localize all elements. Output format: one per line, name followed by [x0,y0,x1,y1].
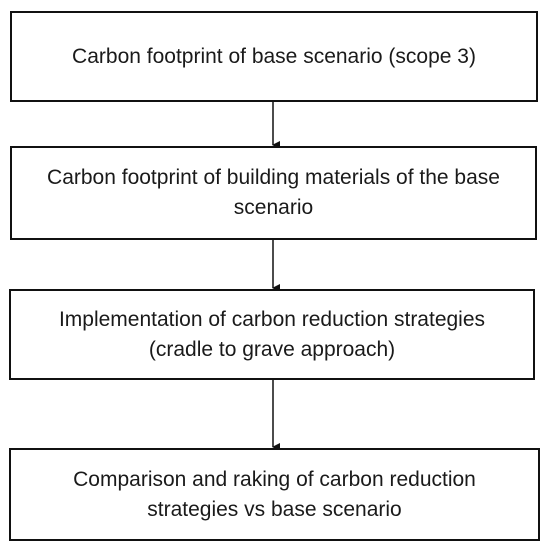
step-label: Implementation of carbon reduction strat… [58,307,486,361]
step-reduction-strategies: Implementation of carbon reduction strat… [9,289,535,380]
step-label: Comparison and raking of carbon reductio… [73,467,476,521]
step-comparison-ranking: Comparison and raking of carbon reductio… [9,448,540,541]
step-base-scenario-footprint: Carbon footprint of base scenario (scope… [10,11,538,102]
step-label: Carbon footprint of base scenario (scope… [72,44,476,68]
step-building-materials-footprint: Carbon footprint of building materials o… [10,146,537,240]
step-label: Carbon footprint of building materials o… [47,166,500,219]
